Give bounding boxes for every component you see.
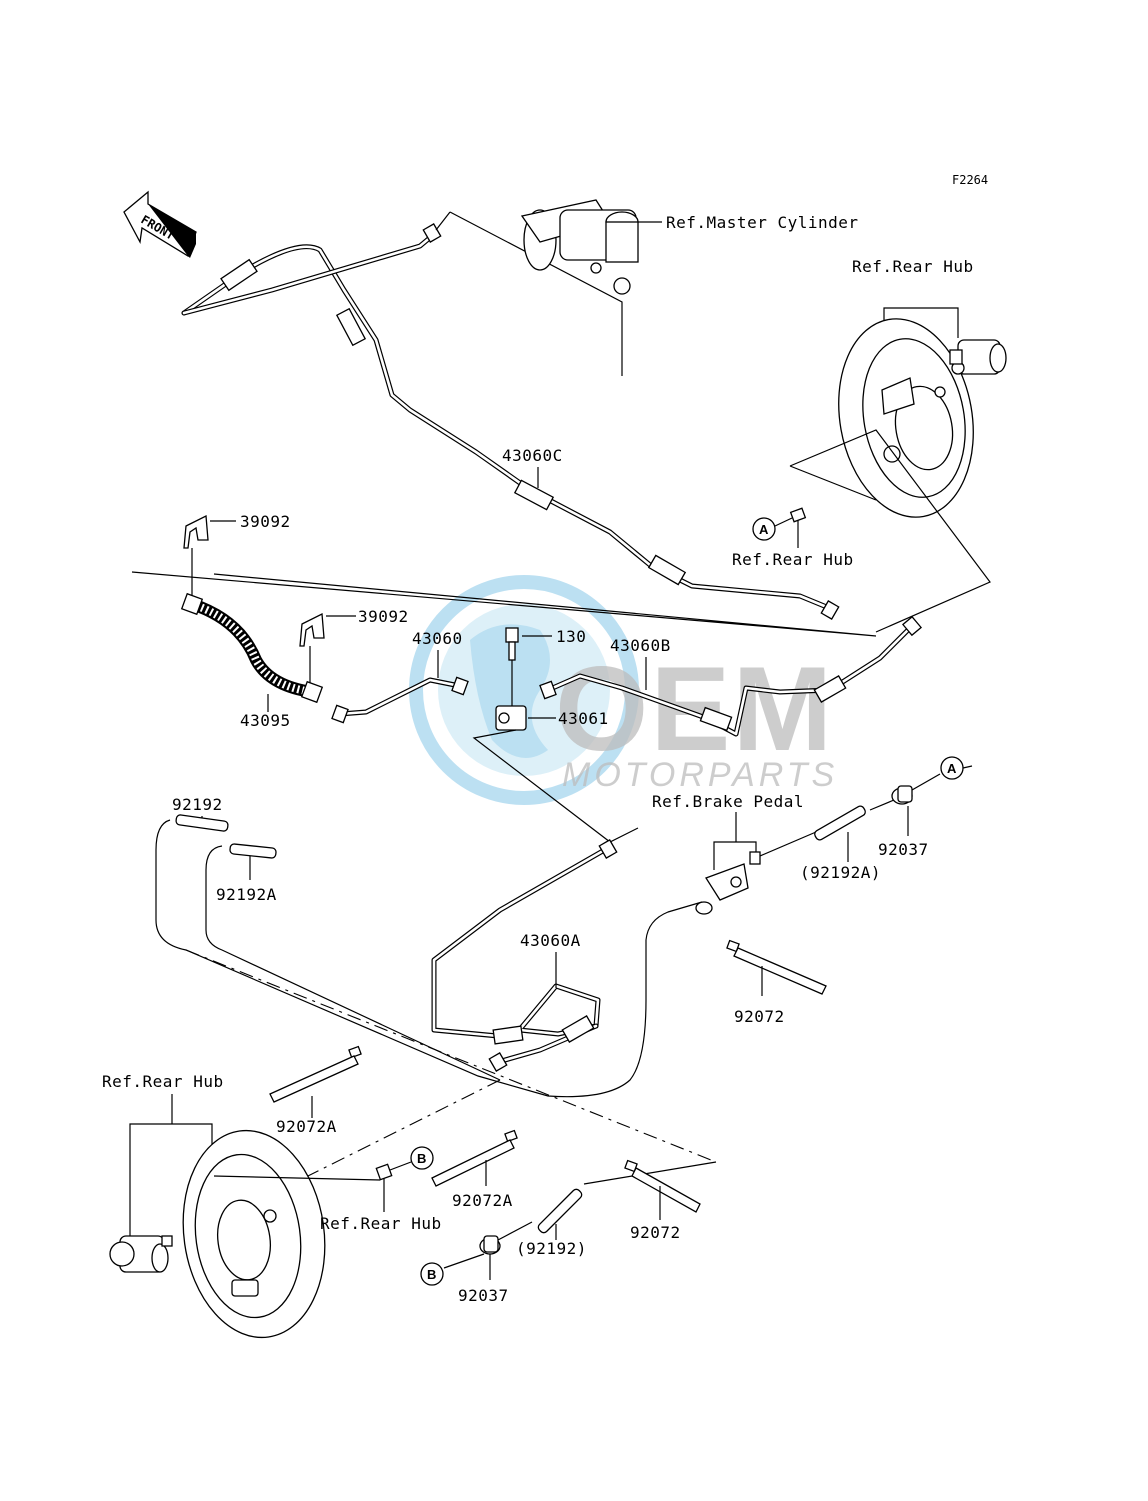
label-92037-1: 92037 bbox=[878, 840, 929, 859]
label-92192: 92192 bbox=[172, 795, 223, 814]
wheel-cylinder-right-icon bbox=[949, 339, 1007, 375]
cable-tie-92072-right-icon bbox=[726, 939, 827, 995]
label-43060B: 43060B bbox=[610, 636, 671, 655]
front-arrow-icon: FRONT bbox=[123, 190, 197, 258]
callout-ref-brake-pedal: Ref.Brake Pedal bbox=[652, 792, 804, 811]
label-130: 130 bbox=[556, 627, 586, 646]
watermark: OEM MOTORPARTS bbox=[409, 575, 838, 805]
protector-92192A-ref-icon bbox=[814, 805, 866, 841]
marker-a-top-icon bbox=[752, 517, 776, 541]
clip-39092-left-icon bbox=[183, 514, 209, 549]
brake-pedal-bracket-icon bbox=[695, 851, 761, 915]
clamp-92037-right-icon bbox=[891, 785, 913, 805]
brake-hose-43095 bbox=[180, 592, 324, 704]
marker-b-lower-icon bbox=[420, 1262, 444, 1286]
marker-b-upper-label: B bbox=[417, 1151, 426, 1166]
bleed-valve-right-icon bbox=[789, 507, 807, 523]
callout-ref-rear-hub-b: Ref.Rear Hub bbox=[320, 1214, 442, 1233]
callout-ref-rear-hub-left: Ref.Rear Hub bbox=[102, 1072, 224, 1091]
label-43060C: 43060C bbox=[502, 446, 563, 465]
wheel-cylinder-left-icon bbox=[109, 1235, 173, 1273]
callout-ref-rear-hub-a: Ref.Rear Hub bbox=[732, 550, 854, 569]
label-92072A-1: 92072A bbox=[276, 1117, 337, 1136]
label-92037-2: 92037 bbox=[458, 1286, 509, 1305]
marker-b-upper-icon bbox=[410, 1146, 434, 1170]
protector-92192-icon bbox=[175, 814, 229, 832]
bleed-valve-left-icon bbox=[375, 1163, 393, 1181]
callout-ref-rear-hub-top: Ref.Rear Hub bbox=[852, 257, 974, 276]
label-43060A: 43060A bbox=[520, 931, 581, 950]
watermark-brand: OEM bbox=[555, 642, 834, 776]
label-92192A-ref: (92192A) bbox=[800, 863, 881, 882]
cable-tie-92072-lower-icon bbox=[624, 1159, 701, 1213]
label-92072-2: 92072 bbox=[630, 1223, 681, 1242]
label-92072A-2: 92072A bbox=[452, 1191, 513, 1210]
marker-b-lower-label: B bbox=[427, 1267, 436, 1282]
label-43061: 43061 bbox=[558, 709, 609, 728]
brake-pipe-43060A bbox=[431, 839, 618, 1072]
label-92192-ref: (92192) bbox=[516, 1239, 587, 1258]
rear-brake-drum-left-icon bbox=[182, 1129, 326, 1339]
protector-92192-ref-icon bbox=[537, 1188, 583, 1234]
brake-pipe-43060C bbox=[181, 223, 840, 620]
brake-pipe-43060B bbox=[539, 615, 923, 737]
brake-pipe-43060 bbox=[331, 676, 469, 724]
rear-brake-drum-right-icon bbox=[838, 318, 974, 518]
bolt-130-icon bbox=[505, 627, 519, 661]
joint-43061-icon bbox=[495, 705, 527, 731]
clamp-92037-left-icon bbox=[479, 1235, 501, 1255]
watermark-subtitle: MOTORPARTS bbox=[562, 756, 838, 794]
clip-39092-right-icon bbox=[299, 612, 325, 647]
label-92192A: 92192A bbox=[216, 885, 277, 904]
protector-92192A-icon bbox=[229, 843, 277, 859]
label-43060: 43060 bbox=[412, 629, 463, 648]
label-39092-2: 39092 bbox=[358, 607, 409, 626]
cable-tie-92072A-mid-icon bbox=[431, 1129, 518, 1187]
label-39092-1: 39092 bbox=[240, 512, 291, 531]
label-43095: 43095 bbox=[240, 711, 291, 730]
master-cylinder-icon bbox=[520, 199, 639, 295]
marker-a-top-label: A bbox=[759, 522, 769, 537]
figure-code: F2264 bbox=[952, 173, 988, 187]
cable-tie-92072A-left-icon bbox=[269, 1045, 362, 1103]
callout-ref-master-cylinder: Ref.Master Cylinder bbox=[666, 213, 859, 232]
label-92072-1: 92072 bbox=[734, 1007, 785, 1026]
marker-a-right-label: A bbox=[947, 761, 957, 776]
